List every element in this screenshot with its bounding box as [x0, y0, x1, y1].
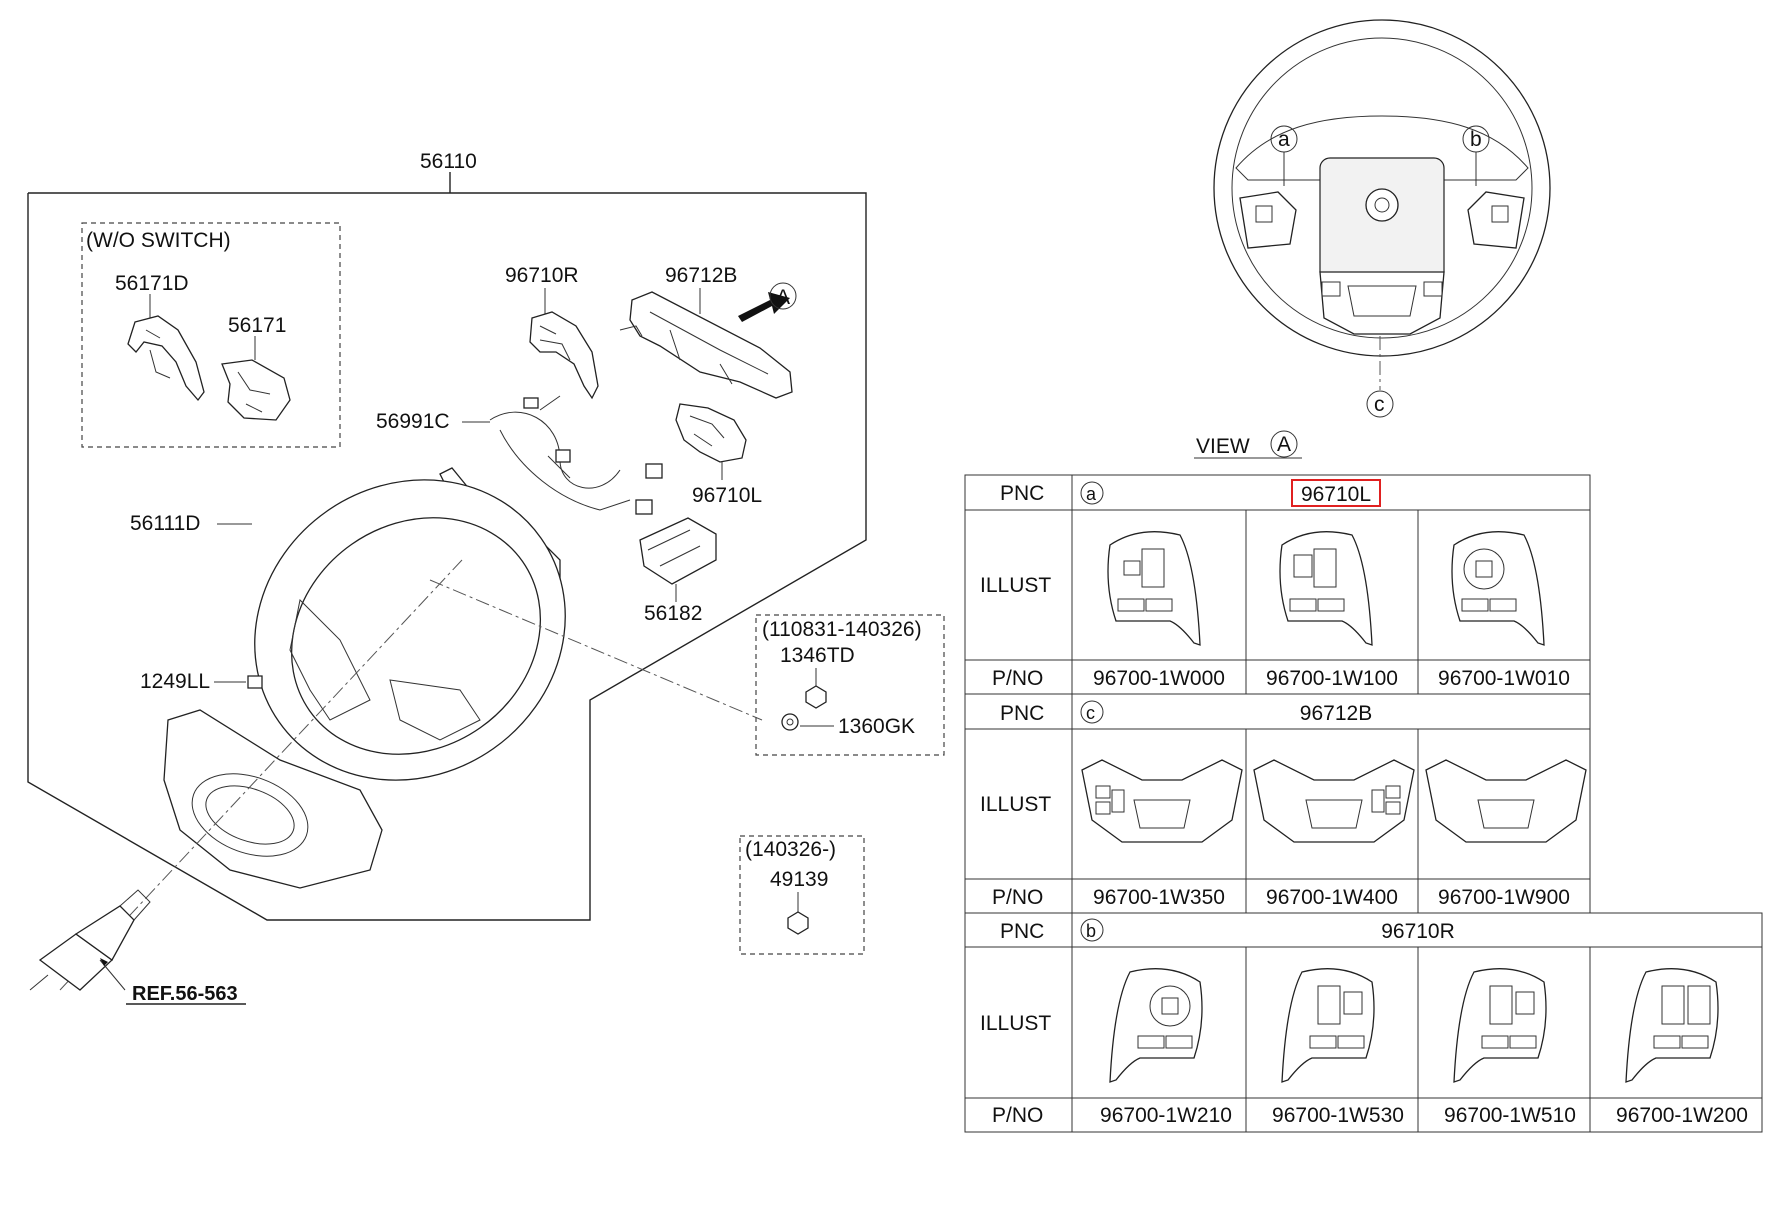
view-ref-A[interactable]: A	[776, 286, 790, 309]
pnc-highlight-box	[1291, 479, 1381, 507]
pno-b-2[interactable]: 96700-1W530	[1272, 1104, 1404, 1127]
illust-a-1	[1107, 531, 1201, 646]
pnc-96710R[interactable]: 96710R	[1381, 920, 1455, 943]
hardware-group-1: (110831-140326) 1346TD 1360GK	[755, 614, 945, 756]
callout-56991C[interactable]: 56991C	[376, 410, 450, 433]
row-label-illust-c: ILLUST	[980, 793, 1051, 816]
pno-b-3[interactable]: 96700-1W510	[1444, 1104, 1576, 1127]
wheel-assembly-drawing	[163, 479, 566, 889]
callout-56111D[interactable]: 56111D	[130, 512, 200, 535]
pno-b-4[interactable]: 96700-1W200	[1616, 1104, 1748, 1127]
pno-b-1[interactable]: 96700-1W210	[1100, 1104, 1232, 1127]
callout-1249LL[interactable]: 1249LL	[140, 670, 210, 693]
marker-a[interactable]: a	[1278, 128, 1290, 151]
illust-b-3	[1453, 968, 1547, 1083]
wo-switch-label: (W/O SWITCH)	[86, 229, 231, 252]
pno-c-2[interactable]: 96700-1W400	[1266, 886, 1398, 909]
section-marker-a: a	[1086, 484, 1097, 504]
row-label-illust-a: ILLUST	[980, 574, 1051, 597]
section-marker-c: c	[1086, 703, 1095, 723]
marker-c[interactable]: c	[1374, 393, 1385, 416]
wheel-view-drawing	[1213, 19, 1551, 390]
part-56991C: 56991C	[376, 395, 663, 515]
section-marker-b: b	[1086, 921, 1096, 941]
row-label-pnc-a: PNC	[1000, 482, 1044, 505]
callout-56171[interactable]: 56171	[228, 314, 286, 337]
illust-c-3	[1425, 759, 1587, 843]
illust-b-2	[1281, 968, 1375, 1083]
ref-56-563[interactable]: REF.56-563	[132, 983, 238, 1005]
pnc-96710L[interactable]: 96710L	[1301, 483, 1371, 506]
callout-56171D[interactable]: 56171D	[115, 272, 189, 295]
row-label-pno-c: P/NO	[992, 886, 1043, 909]
illust-a-2	[1279, 531, 1373, 646]
hardware-group-2: (140326-) 49139	[739, 835, 865, 955]
callout-56182[interactable]: 56182	[644, 602, 702, 625]
callout-49139[interactable]: 49139	[770, 868, 828, 891]
nut-1346TD-drawing	[805, 685, 827, 709]
pno-c-1[interactable]: 96700-1W350	[1093, 886, 1225, 909]
date-range-2: (140326-)	[745, 838, 836, 861]
washer-1360GK-drawing	[781, 713, 799, 731]
pno-a-3[interactable]: 96700-1W010	[1438, 667, 1570, 690]
pno-a-2[interactable]: 96700-1W100	[1266, 667, 1398, 690]
part-96710R: 96710R	[505, 264, 599, 400]
row-label-pno-a: P/NO	[992, 667, 1043, 690]
pno-a-1[interactable]: 96700-1W000	[1093, 667, 1225, 690]
callout-1346TD[interactable]: 1346TD	[780, 644, 855, 667]
marker-b[interactable]: b	[1470, 128, 1482, 151]
illust-b-4	[1625, 968, 1719, 1083]
centerline	[59, 559, 463, 991]
nut-49139-drawing	[787, 911, 809, 935]
illust-b-1	[1109, 968, 1203, 1083]
row-label-pnc-c: PNC	[1000, 702, 1044, 725]
bolt-1249LL-drawing	[247, 675, 263, 689]
cover-56171-drawing	[221, 359, 291, 421]
view-letter: A	[1277, 433, 1291, 456]
steering-column-drawing	[29, 889, 151, 991]
part-56182: 56182	[639, 517, 717, 625]
callout-96712B[interactable]: 96712B	[665, 264, 737, 287]
callout-96710L[interactable]: 96710L	[692, 484, 762, 507]
cover-56171D-drawing	[127, 315, 205, 402]
wo-switch-group: (W/O SWITCH) 56171D 56171	[81, 222, 341, 448]
parts-table	[964, 474, 1763, 1133]
row-label-illust-b: ILLUST	[980, 1012, 1051, 1035]
callout-1360GK[interactable]: 1360GK	[838, 715, 915, 738]
callout-56110[interactable]: 56110	[420, 150, 477, 173]
view-label: VIEW	[1196, 435, 1250, 458]
pnc-96712B[interactable]: 96712B	[1300, 702, 1372, 725]
row-label-pno-b: P/NO	[992, 1104, 1043, 1127]
illust-c-2	[1253, 759, 1415, 843]
part-96710L: 96710L	[675, 403, 762, 507]
illust-a-3	[1451, 531, 1545, 646]
date-range-1: (110831-140326)	[762, 618, 922, 641]
callout-96710R[interactable]: 96710R	[505, 264, 579, 287]
illust-c-1	[1081, 759, 1243, 843]
part-96712B: 96712B A	[619, 264, 797, 399]
pno-c-3[interactable]: 96700-1W900	[1438, 886, 1570, 909]
row-label-pnc-b: PNC	[1000, 920, 1044, 943]
assembly-outline: 56110	[27, 150, 867, 921]
